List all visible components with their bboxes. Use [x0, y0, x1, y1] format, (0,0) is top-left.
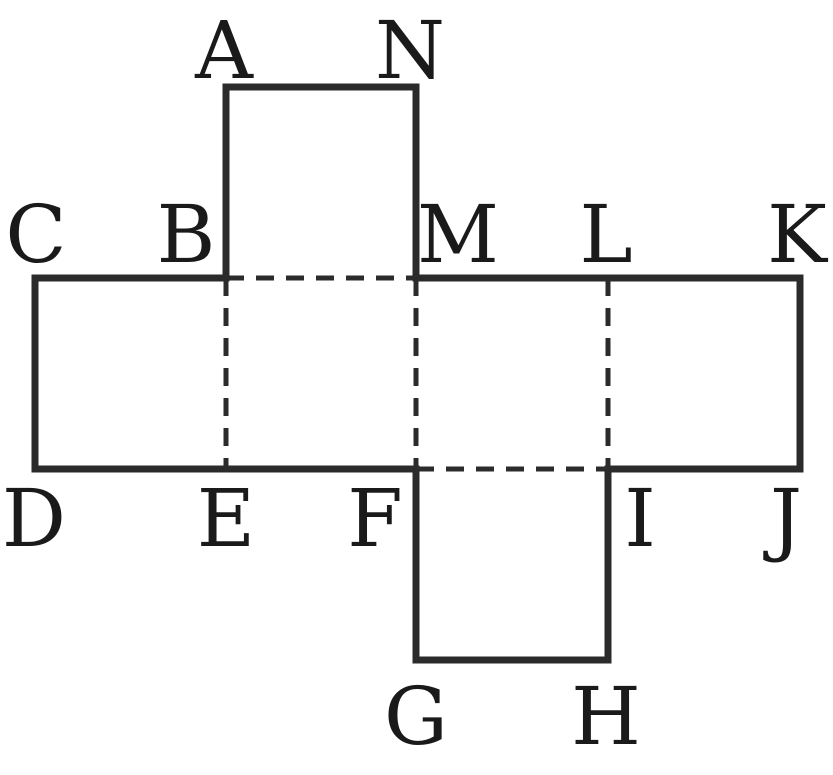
- label-n: N: [375, 4, 445, 97]
- label-f: F: [347, 472, 403, 565]
- label-l: L: [579, 188, 632, 281]
- label-h: H: [571, 670, 641, 763]
- label-d: D: [2, 472, 66, 565]
- label-c: C: [5, 188, 66, 281]
- label-j: J: [763, 472, 802, 565]
- label-e: E: [197, 472, 255, 565]
- label-i: I: [624, 472, 656, 565]
- label-k: K: [767, 188, 828, 281]
- label-a: A: [194, 4, 254, 97]
- label-m: M: [417, 188, 499, 281]
- label-g: G: [384, 670, 448, 763]
- label-b: B: [157, 188, 216, 281]
